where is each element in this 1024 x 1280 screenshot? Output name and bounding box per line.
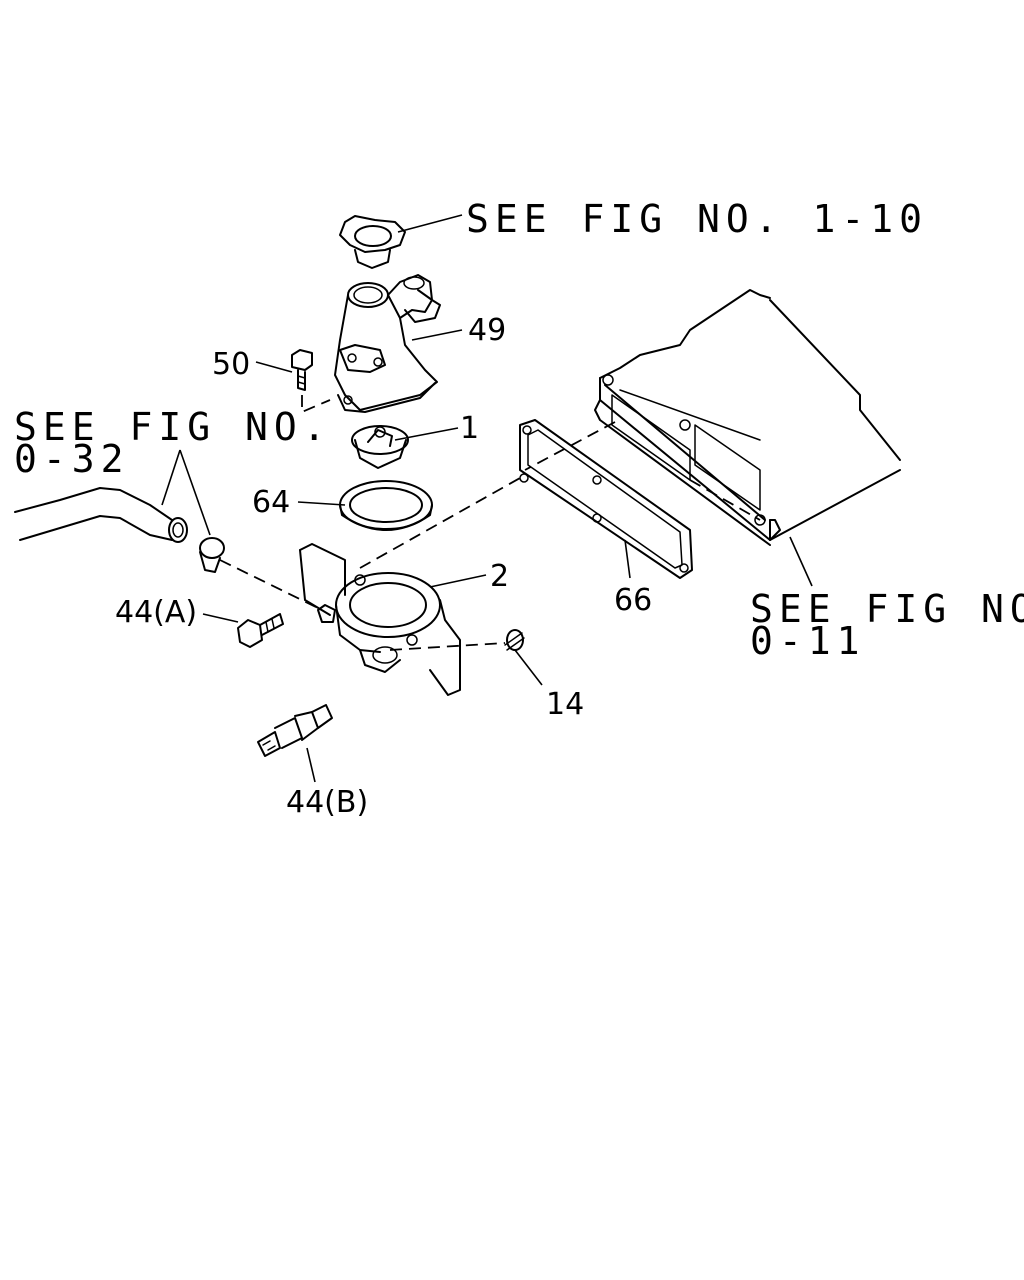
see-fig-0-32-label-line1: SEE FIG NO. <box>14 405 332 449</box>
engine-block <box>594 289 901 546</box>
gasket-66 <box>519 419 693 579</box>
thermostat-housing-2 <box>299 543 461 696</box>
see-fig-0-11-label-line1: SEE FIG NO. <box>750 587 1024 631</box>
fitting-44b <box>257 704 333 757</box>
part-label-49: 49 <box>468 313 506 348</box>
leader-lines <box>161 214 813 783</box>
plug-14 <box>504 629 525 651</box>
part-label-44b: 44(B) <box>286 785 368 820</box>
part-label-66: 66 <box>614 583 652 618</box>
radiator-cap <box>339 215 406 269</box>
part-label-14: 14 <box>546 687 584 722</box>
bolt-50 <box>291 349 331 414</box>
part-label-44a: 44(A) <box>115 595 197 630</box>
water-outlet-49 <box>334 274 441 413</box>
thermostat-1 <box>351 425 409 469</box>
coolant-hose <box>14 487 188 543</box>
part-label-2: 2 <box>490 559 509 594</box>
see-fig-0-11-label-line2: 0-11 <box>750 619 866 663</box>
part-label-64: 64 <box>252 485 290 520</box>
bolt-44a <box>237 613 284 648</box>
hose-clamp <box>199 537 225 573</box>
part-label-50: 50 <box>212 347 250 382</box>
part-label-1: 1 <box>460 411 479 446</box>
see-fig-0-32-label-line2: 0-32 <box>14 437 130 481</box>
see-fig-1-10-label: SEE FIG NO. 1-10 <box>466 197 928 241</box>
seal-ring-64 <box>339 480 433 531</box>
assembly-guide-lines <box>219 421 761 651</box>
